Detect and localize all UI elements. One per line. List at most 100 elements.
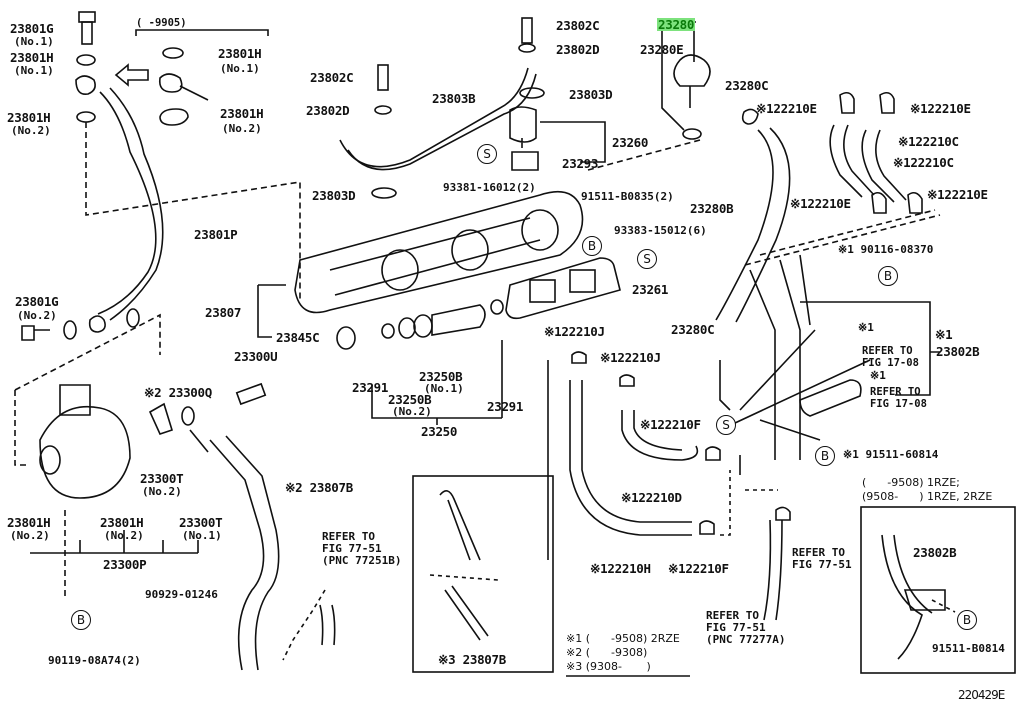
inset-23802B bbox=[860, 506, 1016, 674]
note-refer-77251B[interactable]: REFER TO FIG 77-51 (PNC 77251B) bbox=[322, 530, 402, 567]
label-23802D-a[interactable]: 23802D bbox=[306, 103, 350, 118]
label-23807B-3[interactable]: ※3 23807B bbox=[438, 652, 506, 667]
label-122210E-a[interactable]: ※122210E bbox=[756, 101, 817, 116]
label-122210F-b[interactable]: ※122210F bbox=[668, 561, 729, 576]
label-23250B-no1-sub: (No.1) bbox=[424, 382, 464, 395]
fuel-hose bbox=[209, 439, 265, 671]
label-23803D-b[interactable]: 23803D bbox=[312, 188, 356, 203]
note-refer-77277A[interactable]: REFER TO FIG 77-51 (PNC 77277A) bbox=[706, 609, 786, 646]
label-122210F-a[interactable]: ※122210F bbox=[640, 417, 701, 432]
label-23293[interactable]: 23293 bbox=[562, 156, 599, 171]
label-93383-15012[interactable]: 93383-15012(6) bbox=[614, 224, 707, 237]
label-23280C-b[interactable]: 23280C bbox=[671, 322, 715, 337]
label-23802C-b[interactable]: 23802C bbox=[556, 18, 600, 33]
label-23802B-inset[interactable]: 23802B bbox=[913, 545, 957, 560]
label-23801H-no2-c[interactable]: 23801H bbox=[7, 515, 51, 530]
label-23300T-no2[interactable]: 23300T bbox=[140, 471, 184, 486]
label-23801H-no2-d-sub: (No.2) bbox=[104, 529, 144, 542]
label-91511-60814[interactable]: ※1 91511-60814 bbox=[843, 448, 939, 461]
ref-circle-b: B bbox=[71, 610, 91, 630]
label-23801P[interactable]: 23801P bbox=[194, 227, 238, 242]
label-23845C[interactable]: 23845C bbox=[276, 330, 320, 345]
label-23801G-no2-sub: (No.2) bbox=[17, 309, 57, 322]
label-122210C-b[interactable]: ※122210C bbox=[893, 155, 954, 170]
label-23300T-no1[interactable]: 23300T bbox=[179, 515, 223, 530]
ref-circle-s: S bbox=[716, 415, 736, 435]
label-23801H-no1-b-sub: (No.1) bbox=[220, 62, 260, 75]
note-inset-range: ( -9508) 1RZE; (9508- ) 1RZE, 2RZE bbox=[862, 476, 993, 503]
label-23803D-a[interactable]: 23803D bbox=[569, 87, 613, 102]
label-23300P[interactable]: 23300P bbox=[103, 557, 147, 572]
label-23300T-no2-sub: (No.2) bbox=[142, 485, 182, 498]
label-star1-a: ※1 bbox=[858, 321, 874, 334]
label-122210H[interactable]: ※122210H bbox=[590, 561, 651, 576]
fuel-pipe-bundle bbox=[749, 254, 811, 460]
label-23802B-star: ※1 bbox=[935, 327, 953, 342]
injector bbox=[431, 304, 486, 336]
label-122210E-b[interactable]: ※122210E bbox=[910, 101, 971, 116]
hose-122210D bbox=[621, 410, 699, 461]
label-23300Q[interactable]: ※2 23300Q bbox=[144, 385, 212, 400]
label-122210C-a[interactable]: ※122210C bbox=[898, 134, 959, 149]
footnote-3: ※3 (9308- ) bbox=[566, 660, 651, 673]
note-refer-17-08-b[interactable]: REFER TO FIG 17-08 bbox=[870, 386, 927, 410]
label-23802C-a[interactable]: 23802C bbox=[310, 70, 354, 85]
label-23250B-no2-sub: (No.2) bbox=[392, 405, 432, 418]
note-refer-77-51[interactable]: REFER TO FIG 77-51 bbox=[792, 546, 852, 571]
label-23807[interactable]: 23807 bbox=[205, 305, 242, 320]
label-23291-a[interactable]: 23291 bbox=[352, 380, 389, 395]
label-91511-B0814[interactable]: 91511-B0814 bbox=[932, 642, 1005, 655]
label-23801H-no2[interactable]: 23801H bbox=[7, 110, 51, 125]
label-23801H-no2-b-sub: (No.2) bbox=[222, 122, 262, 135]
label-23801H-no2-d[interactable]: 23801H bbox=[100, 515, 144, 530]
label-23280C-a[interactable]: 23280C bbox=[725, 78, 769, 93]
label-star1-b: ※1 bbox=[870, 369, 886, 382]
label-23250B-no1[interactable]: 23250B bbox=[419, 369, 463, 384]
label-122210J-a[interactable]: ※122210J bbox=[544, 324, 605, 339]
label-90119-08A74[interactable]: 90119-08A74(2) bbox=[48, 654, 141, 667]
label-23300U[interactable]: 23300U bbox=[234, 349, 278, 364]
washer-23801H-no1 bbox=[76, 54, 96, 66]
label-range-9905: ( -9905) bbox=[136, 17, 187, 29]
label-23280B[interactable]: 23280B bbox=[690, 201, 734, 216]
label-23280E[interactable]: 23280E bbox=[640, 42, 684, 57]
label-23802D-b[interactable]: 23802D bbox=[556, 42, 600, 57]
ref-circle-b: B bbox=[815, 446, 835, 466]
label-23801G-no1[interactable]: 23801G bbox=[10, 21, 54, 36]
label-23260[interactable]: 23260 bbox=[612, 135, 649, 150]
label-23291-b[interactable]: 23291 bbox=[487, 399, 524, 414]
label-93381-16012[interactable]: 93381-16012(2) bbox=[443, 181, 536, 194]
hose-122210C-a bbox=[829, 124, 875, 198]
label-122210J-b[interactable]: ※122210J bbox=[600, 350, 661, 365]
regulator-23300P bbox=[39, 406, 131, 499]
label-90929-01246[interactable]: 90929-01246 bbox=[145, 588, 218, 601]
label-122210D[interactable]: ※122210D bbox=[621, 490, 682, 505]
label-23250[interactable]: 23250 bbox=[421, 424, 458, 439]
label-122210E-c[interactable]: ※122210E bbox=[790, 196, 851, 211]
label-23807B-2[interactable]: ※2 23807B bbox=[285, 480, 353, 495]
label-23280-highlighted[interactable]: 23280 bbox=[657, 17, 696, 32]
label-23801G-no1-sub: (No.1) bbox=[14, 35, 54, 48]
label-23261[interactable]: 23261 bbox=[632, 282, 669, 297]
note-refer-17-08-a[interactable]: REFER TO FIG 17-08 bbox=[862, 345, 919, 369]
banjo-fitting bbox=[75, 75, 96, 96]
figure-code: 220429E bbox=[958, 688, 1005, 702]
hose-122210H bbox=[569, 380, 692, 536]
label-23801H-no1-sub: (No.1) bbox=[14, 64, 54, 77]
label-91511-B0835[interactable]: 91511-B0835(2) bbox=[581, 190, 674, 203]
label-23803B[interactable]: 23803B bbox=[432, 91, 476, 106]
label-23801H-no1-b[interactable]: 23801H bbox=[218, 46, 262, 61]
label-23801H-no2-sub: (No.2) bbox=[11, 124, 51, 137]
label-23250B-no2[interactable]: 23250B bbox=[388, 392, 432, 407]
label-23801H-no1[interactable]: 23801H bbox=[10, 50, 54, 65]
ref-circle-b: B bbox=[957, 610, 977, 630]
label-90116-08370[interactable]: ※1 90116-08370 bbox=[838, 243, 934, 256]
label-23802B[interactable]: 23802B bbox=[936, 344, 980, 359]
ref-circle-b: B bbox=[878, 266, 898, 286]
ref-circle-s: S bbox=[477, 144, 497, 164]
label-122210E-d[interactable]: ※122210E bbox=[927, 187, 988, 202]
label-23801H-no2-b[interactable]: 23801H bbox=[220, 106, 264, 121]
label-23801G-no2[interactable]: 23801G bbox=[15, 294, 59, 309]
